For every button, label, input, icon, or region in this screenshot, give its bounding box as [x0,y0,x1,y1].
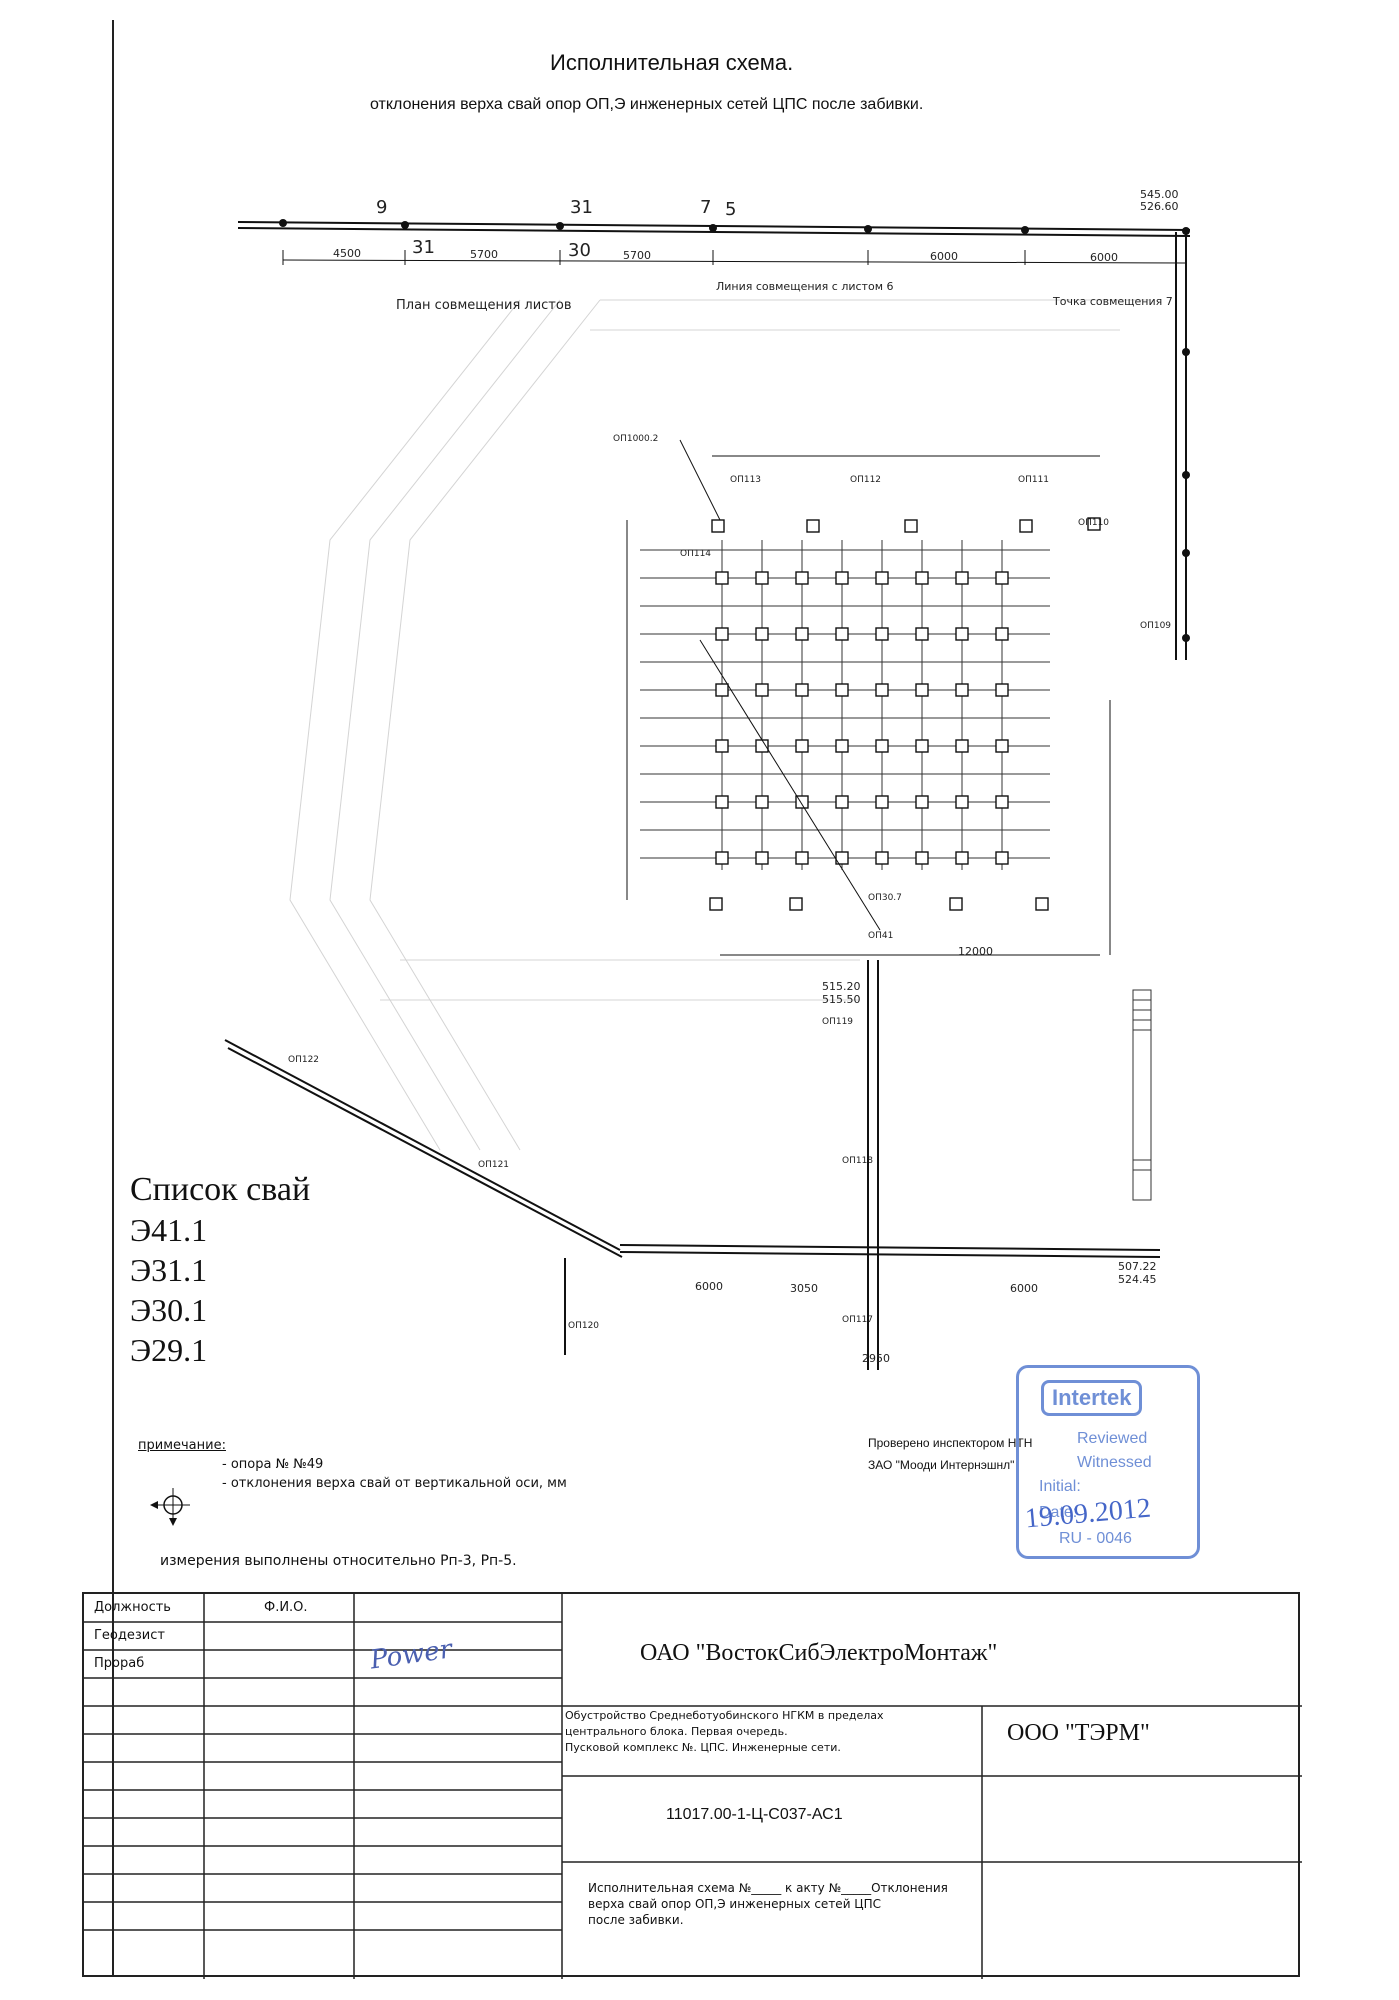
document-code: 11017.00-1-Ц-С037-АС1 [666,1806,843,1823]
svg-text:ОП112: ОП112 [850,475,881,485]
inspector-note: Проверено инспектором НТН ЗАО "Мооди Инт… [868,1432,1032,1476]
inspector-line-2: ЗАО "Мооди Интернэшнл" [868,1458,1015,1472]
svg-text:6000: 6000 [695,1280,723,1293]
row-label-foreman: Прораб [94,1656,145,1671]
op-labels: ОП1000.2 ОП113 ОП112 ОП111 ОП110 ОП114 О… [288,434,1171,1331]
dim-label: 6000 [1090,251,1118,264]
pile-item: Э41.1 [130,1212,208,1248]
svg-text:ОП109: ОП109 [1140,621,1171,631]
svg-text:31: 31 [570,197,593,218]
company-name: ОАО "ВостокСибЭлектроМонтаж" [640,1640,998,1666]
row-label-position: Должность [94,1600,171,1615]
description-line: верха свай опор ОП,Э инженерных сетей ЦП… [588,1897,882,1911]
top-dimension-labels: 4500 5700 5700 6000 6000 [333,247,1118,264]
project-line: Обустройство Среднеботуобинского НГКМ в … [565,1709,884,1722]
point-label: Точка совмещения 7 [1052,295,1173,308]
svg-text:ОП114: ОП114 [680,549,711,559]
measure-note: измерения выполнены относительно Рп-3, Р… [160,1553,517,1569]
svg-text:ОП120: ОП120 [568,1321,599,1331]
drawing-frame [112,20,1364,1975]
background-contour [289,299,1150,1151]
top-dimension-lines [282,250,1187,265]
svg-text:545.00: 545.00 [1140,188,1179,201]
pile-list-title: Список свай [130,1171,311,1208]
dim-label: 5700 [623,249,651,262]
svg-text:ОП122: ОП122 [288,1055,319,1065]
svg-text:7: 7 [700,197,711,218]
svg-text:ОП121: ОП121 [478,1160,509,1170]
svg-text:ОП41: ОП41 [868,931,893,941]
stamp-reviewed: Reviewed [1077,1430,1148,1447]
top-alignment-line [237,221,1191,660]
svg-text:ОП111: ОП111 [1018,475,1049,485]
top-line-nodes [279,219,1190,642]
stamp-witnessed: Witnessed [1077,1454,1152,1471]
description-line: Исполнительная схема №_____ к акту №____… [588,1881,948,1895]
line-label: Линия совмещения с листом 6 [716,280,894,293]
svg-text:515.20: 515.20 [822,980,861,993]
svg-text:ОП118: ОП118 [842,1156,873,1166]
plan-label: План совмещения листов [396,298,572,313]
svg-text:ОП30.7: ОП30.7 [868,893,902,903]
svg-text:5: 5 [725,199,736,220]
project-line: Пусковой комплекс №. ЦПС. Инженерные сет… [565,1741,841,1754]
svg-text:515.50: 515.50 [822,993,861,1006]
notes-line-1: - опора № №49 [222,1457,324,1472]
project-line: центрального блока. Первая очередь. [565,1725,788,1738]
stamp-code: RU - 0046 [1059,1530,1132,1547]
svg-text:526.60: 526.60 [1140,200,1179,213]
drawing-title: Исполнительная схема. [550,50,794,75]
svg-text:ОП110: ОП110 [1078,518,1109,528]
svg-text:30: 30 [568,240,591,261]
svg-text:2950: 2950 [862,1352,890,1365]
inspector-line-1: Проверено инспектором НТН [868,1436,1033,1450]
svg-text:9: 9 [376,197,387,218]
description-line: после забивки. [588,1913,684,1927]
project-description: Обустройство Среднеботуобинского НГКМ в … [565,1708,884,1756]
row-label-surveyor: Геодезист [94,1628,165,1643]
dim-label: 4500 [333,247,361,260]
drawing-subtitle: отклонения верха свай опор ОП,Э инженерн… [370,96,924,113]
svg-text:31: 31 [412,237,435,258]
stamp-brand: Intertek [1041,1380,1143,1416]
pile-list: Список свай Э41.1 Э31.1 Э30.1 Э29.1 [130,1170,310,1370]
dim-label: 6000 [930,250,958,263]
pile-item: Э31.1 [130,1252,208,1288]
elevation-labels: 545.00 526.60 515.20 515.50 507.22 524.4… [822,188,1179,1286]
svg-text:3050: 3050 [790,1282,818,1295]
stamp-date: 19.09.2012 [1023,1492,1153,1535]
dim-label: 5700 [470,248,498,261]
title-block-grid [84,1594,1302,1979]
fio-label: Ф.И.О. [264,1600,308,1615]
pile-squares [709,517,1101,911]
svg-text:524.45: 524.45 [1118,1273,1157,1286]
pile-grid-lines [640,540,1050,870]
crosshair-icon [150,1488,190,1526]
contractor-name: ООО "ТЭРМ" [1007,1720,1150,1746]
intertek-stamp: Intertek Reviewed Witnessed Initial: Dat… [1016,1365,1200,1559]
svg-text:ОП117: ОП117 [842,1315,873,1325]
svg-text:ОП1000.2: ОП1000.2 [613,434,658,444]
pile-item: Э30.1 [130,1292,208,1328]
notes-line-2: - отклонения верха свай от вертикальной … [222,1476,567,1491]
lower-dimension-labels: 6000 3050 6000 2950 12000 [695,945,1038,1365]
stamp-initial: Initial: [1039,1478,1081,1495]
pile-field-dimensions [626,439,1111,956]
svg-text:6000: 6000 [1010,1282,1038,1295]
svg-text:12000: 12000 [958,945,993,958]
svg-text:ОП119: ОП119 [822,1017,853,1027]
svg-text:ОП113: ОП113 [730,475,761,485]
notes: примечание: - опора № №49 - отклонения в… [138,1438,567,1491]
title-block: Должность Геодезист Прораб Ф.И.О. [82,1592,1302,1979]
stair-right [1132,989,1152,1201]
lower-section-lines [224,960,1161,1370]
svg-text:507.22: 507.22 [1118,1260,1157,1273]
notes-heading: примечание: [138,1438,226,1453]
pile-item: Э29.1 [130,1332,208,1368]
stamp-date-label: Date: [1039,1504,1078,1521]
sheet-description: Исполнительная схема №_____ к акту №____… [588,1880,948,1928]
